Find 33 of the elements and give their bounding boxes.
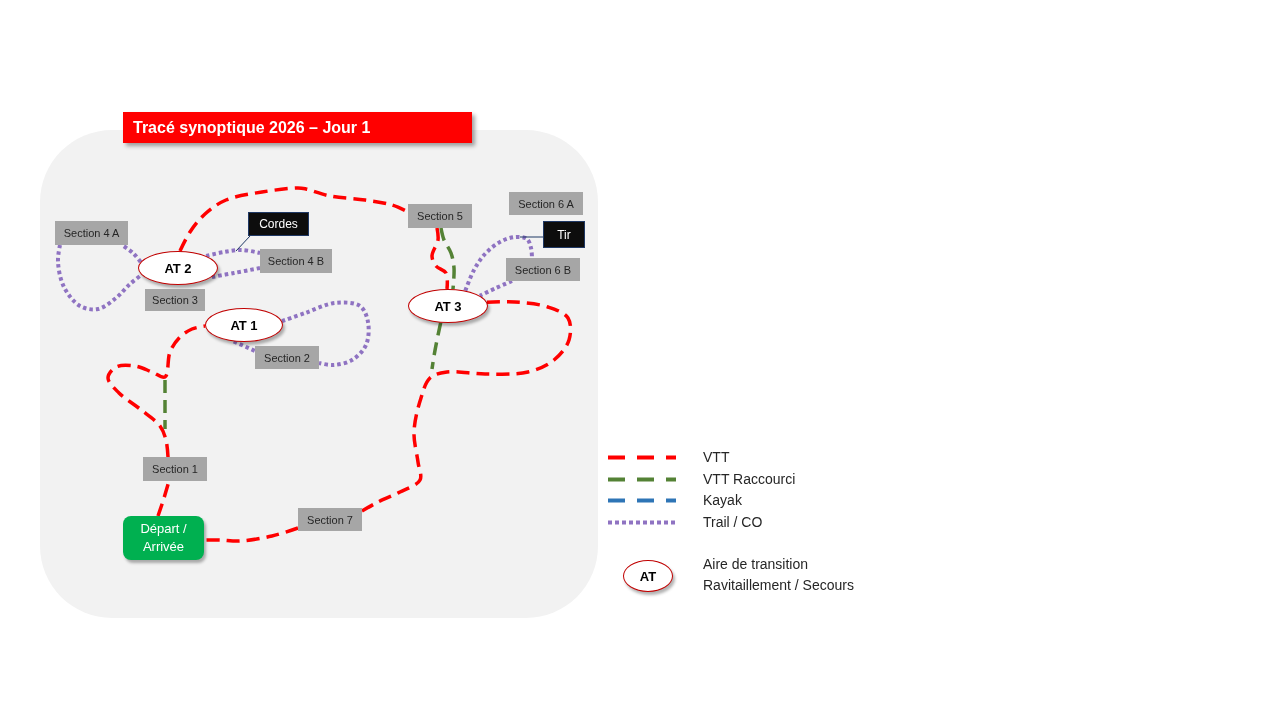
legend-label: Kayak [703, 490, 742, 510]
title-banner: Tracé synoptique 2026 – Jour 1 [123, 112, 472, 143]
section-tag: Section 6 A [509, 192, 583, 215]
activity-tag: Cordes [248, 212, 309, 236]
dashed-route-line [204, 526, 299, 543]
dashed-route-line [430, 322, 443, 370]
dotted-route-line [205, 248, 261, 258]
transition-area-ellipse: AT [623, 560, 673, 592]
dotted-route-line [479, 279, 513, 298]
dotted-route-line [211, 266, 261, 279]
section-tag: Section 5 [408, 204, 472, 228]
section-tag: Section 6 B [506, 258, 580, 281]
section-tag: Section 7 [298, 508, 362, 531]
dotted-route-line [56, 244, 143, 312]
legend-label: VTT Raccourci [703, 469, 796, 489]
section-tag: Section 3 [145, 289, 205, 311]
leader-line [235, 235, 251, 252]
legend-label: Aire de transition Ravitaillement / Secours [703, 555, 855, 595]
dotted-route-line [281, 300, 371, 367]
start-finish-box: Départ / Arrivée [123, 516, 204, 560]
dotted-route-line [120, 243, 143, 264]
section-tag: Section 4 B [260, 249, 332, 273]
dashed-route-line [439, 227, 456, 290]
section-tag: Section 2 [255, 346, 319, 369]
dashed-route-line [106, 324, 206, 458]
legend-label: VTT [703, 447, 730, 467]
legend-label: Trail / CO [703, 512, 763, 532]
activity-tag: Tir [543, 221, 585, 248]
section-tag: Section 1 [143, 457, 207, 481]
section-tag: Section 4 A [55, 221, 128, 245]
dashed-route-line [430, 227, 450, 290]
leader-line [519, 236, 544, 238]
dashed-route-line [361, 300, 573, 513]
